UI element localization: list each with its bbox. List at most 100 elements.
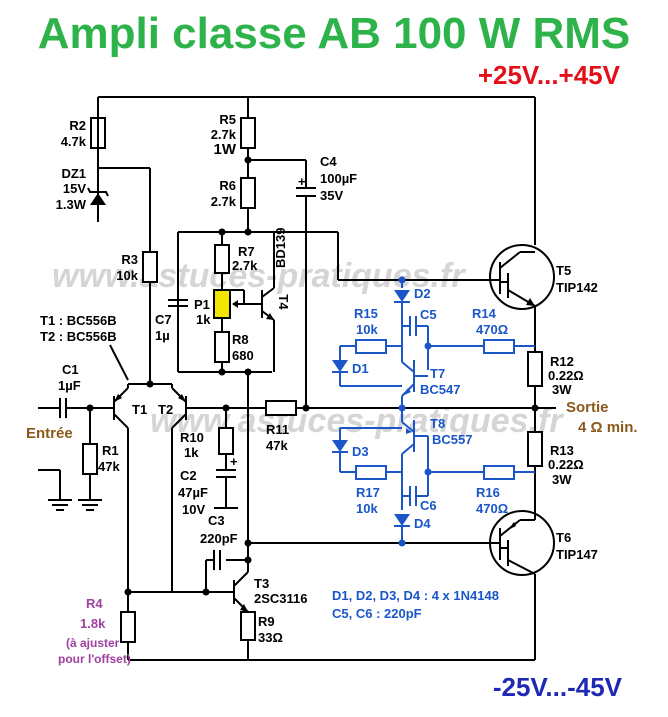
- svg-text:R15: R15: [354, 306, 378, 321]
- r5-resistor: R5 2.7k 1W: [211, 97, 256, 178]
- svg-text:+: +: [230, 454, 238, 469]
- output-load: 4 Ω min.: [578, 419, 638, 436]
- svg-text:R13: R13: [550, 443, 574, 458]
- svg-text:15V: 15V: [63, 181, 86, 196]
- svg-text:C6: C6: [420, 498, 437, 513]
- r4-resistor: R4 1.8k (à ajuster pour l'offset): [58, 588, 172, 666]
- r11-resistor: R11 47k: [265, 400, 535, 453]
- negative-rail: [128, 590, 536, 661]
- diode-note: D1, D2, D3, D4 : 4 x 1N4148: [332, 588, 499, 603]
- svg-text:10k: 10k: [116, 268, 138, 283]
- svg-text:1k: 1k: [184, 445, 199, 460]
- svg-text:4.7k: 4.7k: [61, 134, 87, 149]
- svg-text:C1: C1: [62, 362, 79, 377]
- r6-resistor: R6 2.7k: [211, 177, 256, 232]
- svg-text:1µ: 1µ: [155, 328, 170, 343]
- protection-circuit: D2 C5 R15 10k D1 R14 470Ω T: [332, 276, 535, 547]
- dz1-zener: DZ1 15V 1.3W: [56, 97, 151, 252]
- svg-text:R12: R12: [550, 354, 574, 369]
- t3-stage: C3 220pF T3 2SC3116 R9 33Ω: [172, 513, 308, 660]
- t1-type-label: T1 : BC556B: [40, 313, 117, 328]
- svg-text:2.7k: 2.7k: [232, 258, 258, 273]
- svg-text:3W: 3W: [552, 472, 572, 487]
- svg-text:0.22Ω: 0.22Ω: [548, 457, 584, 472]
- r12-resistor: R12 0.22Ω 3W: [527, 351, 584, 432]
- svg-text:T6: T6: [556, 530, 571, 545]
- svg-text:R6: R6: [219, 178, 236, 193]
- svg-text:2.7k: 2.7k: [211, 194, 237, 209]
- svg-text:(à ajuster: (à ajuster: [66, 636, 120, 650]
- t5-darlington: T5 TIP142: [489, 244, 598, 310]
- svg-text:C2: C2: [180, 468, 197, 483]
- svg-text:R4: R4: [86, 596, 103, 611]
- svg-text:R5: R5: [219, 112, 236, 127]
- svg-text:BC547: BC547: [420, 382, 460, 397]
- svg-text:R14: R14: [472, 306, 497, 321]
- svg-text:470Ω: 470Ω: [476, 322, 508, 337]
- svg-text:D1: D1: [352, 361, 369, 376]
- svg-text:10k: 10k: [356, 322, 378, 337]
- svg-text:R17: R17: [356, 485, 380, 500]
- svg-text:R2: R2: [69, 118, 86, 133]
- svg-text:D2: D2: [414, 286, 431, 301]
- watermark-top: www.astuces-pratiques.fr: [52, 257, 466, 295]
- svg-text:1.8k: 1.8k: [80, 616, 106, 631]
- svg-text:C5: C5: [420, 307, 437, 322]
- svg-text:C7: C7: [155, 312, 172, 327]
- svg-text:TIP142: TIP142: [556, 280, 598, 295]
- svg-text:T3: T3: [254, 576, 269, 591]
- svg-text:P1: P1: [194, 297, 210, 312]
- svg-text:T8: T8: [430, 416, 445, 431]
- svg-text:10V: 10V: [182, 502, 205, 517]
- svg-text:T5: T5: [556, 263, 571, 278]
- svg-text:R10: R10: [180, 430, 204, 445]
- svg-text:1W: 1W: [214, 141, 237, 158]
- svg-text:1.3W: 1.3W: [56, 197, 87, 212]
- r3-resistor: R3 10k: [116, 251, 158, 384]
- svg-text:2SC3116: 2SC3116: [254, 591, 308, 606]
- svg-text:R9: R9: [258, 614, 275, 629]
- svg-text:33Ω: 33Ω: [258, 630, 283, 645]
- svg-text:D3: D3: [352, 444, 369, 459]
- svg-text:T1: T1: [132, 402, 147, 417]
- svg-text:2.7k: 2.7k: [211, 127, 237, 142]
- svg-text:C3: C3: [208, 513, 225, 528]
- svg-text:35V: 35V: [320, 188, 343, 203]
- svg-text:C4: C4: [320, 154, 337, 169]
- t2-transistor: T2: [158, 384, 226, 592]
- negative-supply-label: -25V...-45V: [493, 672, 623, 702]
- svg-text:R11: R11: [266, 422, 289, 437]
- positive-supply-label: +25V...+45V: [478, 60, 621, 90]
- svg-text:47k: 47k: [266, 438, 288, 453]
- svg-text:DZ1: DZ1: [61, 166, 86, 181]
- svg-text:470Ω: 470Ω: [476, 501, 508, 516]
- svg-text:1k: 1k: [196, 312, 211, 327]
- svg-text:R7: R7: [238, 244, 255, 259]
- r10-c2: + R10 1k C2 47µF 10V: [178, 404, 266, 517]
- svg-text:3W: 3W: [552, 382, 572, 397]
- svg-text:47k: 47k: [98, 459, 120, 474]
- svg-text:T4: T4: [276, 294, 291, 310]
- svg-text:10k: 10k: [356, 501, 378, 516]
- svg-text:R8: R8: [232, 332, 249, 347]
- output-label: Sortie: [566, 399, 609, 416]
- svg-text:T7: T7: [430, 366, 445, 381]
- vbe-multiplier: C7 1µ R7 2.7k P1 1k R8 680 T4 BD139: [155, 228, 500, 376]
- diagram-title: Ampli classe AB 100 W RMS: [38, 9, 631, 58]
- svg-text:R1: R1: [102, 443, 119, 458]
- svg-text:0.22Ω: 0.22Ω: [548, 368, 584, 383]
- svg-text:T2: T2: [158, 402, 173, 417]
- input-label: Entrée: [26, 425, 73, 442]
- svg-text:100µF: 100µF: [320, 171, 357, 186]
- svg-text:BD139: BD139: [273, 228, 288, 268]
- t6-darlington: T6 TIP147: [489, 510, 598, 590]
- svg-text:220pF: 220pF: [200, 531, 238, 546]
- svg-text:R16: R16: [476, 485, 500, 500]
- capacitor-note: C5, C6 : 220pF: [332, 606, 422, 621]
- r13-resistor: R13 0.22Ω 3W: [527, 431, 584, 520]
- positive-rail: [98, 96, 536, 245]
- svg-text:TIP147: TIP147: [556, 547, 598, 562]
- svg-text:+: +: [298, 174, 306, 189]
